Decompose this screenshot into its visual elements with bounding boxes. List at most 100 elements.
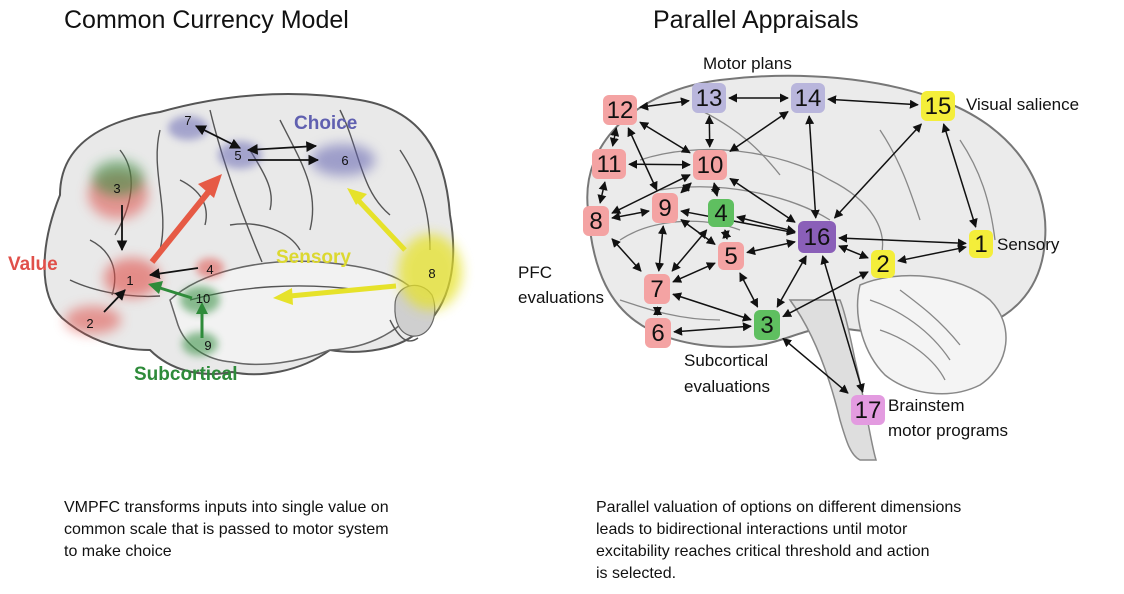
left-arrows bbox=[103, 125, 320, 313]
node-box-9 bbox=[652, 193, 678, 223]
subcortical-arrow-10-to-1 bbox=[159, 286, 193, 300]
node-11: 11 bbox=[592, 149, 626, 179]
node-box-13 bbox=[692, 83, 726, 113]
sensory-label: Sensory bbox=[276, 247, 351, 268]
node-label-8: 8 bbox=[589, 208, 602, 235]
node-label-12: 12 bbox=[607, 97, 634, 124]
node-7: 7 bbox=[644, 274, 670, 304]
region-label-1: 1 bbox=[126, 273, 133, 288]
node-label-5: 5 bbox=[724, 243, 737, 270]
node-17: 17 bbox=[851, 395, 885, 425]
node-box-2 bbox=[871, 250, 895, 278]
node-box-4 bbox=[708, 199, 734, 227]
node-4: 4 bbox=[708, 199, 734, 227]
node-13: 13 bbox=[692, 83, 726, 113]
left-caption-line: VMPFC transforms inputs into single valu… bbox=[64, 499, 389, 516]
edge-3-17 bbox=[782, 337, 849, 394]
node-box-12 bbox=[603, 95, 637, 125]
node-9: 9 bbox=[652, 193, 678, 223]
node-6: 6 bbox=[645, 318, 671, 348]
node-box-17 bbox=[851, 395, 885, 425]
node-box-8 bbox=[583, 206, 609, 236]
node-label-1: 1 bbox=[974, 231, 987, 258]
arrow-2-to-1 bbox=[103, 289, 126, 313]
edge-11-10 bbox=[628, 159, 691, 170]
sensory-arrowhead-1 bbox=[347, 188, 367, 205]
node-box-6 bbox=[645, 318, 671, 348]
left-caption-line: to make choice bbox=[64, 543, 172, 560]
region-label-3: 3 bbox=[113, 181, 120, 196]
node-3: 3 bbox=[754, 310, 780, 340]
edge-2-3 bbox=[782, 271, 869, 318]
node-label-3: 3 bbox=[760, 312, 773, 339]
node-10: 10 bbox=[693, 150, 727, 180]
region-label-4: 4 bbox=[206, 262, 213, 277]
node-box-5 bbox=[718, 242, 744, 270]
edge-5-7 bbox=[672, 262, 716, 283]
edge-14-15 bbox=[827, 95, 919, 109]
node-5: 5 bbox=[718, 242, 744, 270]
left-caption-line: common scale that is passed to motor sys… bbox=[64, 521, 389, 538]
edge-16-15 bbox=[833, 123, 922, 219]
choice-label: Choice bbox=[294, 113, 357, 134]
pfc-label-line1: PFC bbox=[518, 263, 552, 282]
right-caption-line: excitability reaches critical threshold … bbox=[596, 543, 930, 560]
edge-15-1 bbox=[941, 123, 978, 228]
edge-14-10 bbox=[729, 111, 789, 152]
node-12: 12 bbox=[603, 95, 637, 125]
node-8: 8 bbox=[583, 206, 609, 236]
node-label-16: 16 bbox=[804, 224, 831, 251]
node-label-17: 17 bbox=[855, 397, 882, 424]
right-arrows bbox=[597, 93, 978, 394]
arrow-4-to-1 bbox=[148, 267, 199, 279]
edge-4-16 bbox=[736, 214, 796, 234]
right-caption-line: leads to bidirectional interactions unti… bbox=[596, 521, 908, 538]
node-2: 2 bbox=[871, 250, 895, 278]
edge-10-4 bbox=[710, 182, 721, 197]
left-group-labels: Value Choice Sensory Subcortical bbox=[8, 113, 357, 385]
sensory-label-right: Sensory bbox=[997, 235, 1060, 254]
edge-5-3 bbox=[739, 272, 759, 308]
node-1: 1 bbox=[969, 230, 993, 258]
node-label-11: 11 bbox=[597, 151, 622, 178]
sensory-arrowhead-2 bbox=[273, 288, 293, 305]
subcortical-arrowhead-2 bbox=[196, 302, 208, 314]
edge-9-7 bbox=[655, 225, 667, 272]
edge-6-3 bbox=[673, 322, 752, 336]
region-label-7: 7 bbox=[184, 113, 191, 128]
left-caption: VMPFC transforms inputs into single valu… bbox=[64, 497, 389, 563]
subcortical-label: Subcortical bbox=[134, 364, 237, 385]
arrow-5-to-6-top bbox=[246, 141, 318, 155]
subcortical-label-line1: Subcortical bbox=[684, 351, 768, 370]
subcortical-label-line2: evaluations bbox=[684, 377, 770, 396]
node-box-11 bbox=[592, 149, 626, 179]
right-caption-line: Parallel valuation of options on differe… bbox=[596, 499, 962, 516]
region-label-2: 2 bbox=[86, 316, 93, 331]
right-labels: Motor plans Visual salience Sensory PFC … bbox=[518, 54, 1079, 440]
region-label-5: 5 bbox=[234, 148, 241, 163]
edge-5-16 bbox=[746, 239, 796, 256]
brainstem-label-line2: motor programs bbox=[888, 421, 1008, 440]
edge-11-8 bbox=[597, 181, 608, 204]
right-caption-line: is selected. bbox=[596, 565, 677, 582]
subcortical-arrowhead-1 bbox=[148, 281, 163, 294]
sensory-to-temporal-arrow bbox=[289, 283, 397, 299]
node-box-7 bbox=[644, 274, 670, 304]
node-label-15: 15 bbox=[925, 93, 952, 120]
edge-16-1 bbox=[838, 233, 967, 248]
node-box-10 bbox=[693, 150, 727, 180]
edge-8-9 bbox=[611, 208, 650, 221]
value-to-choice-arrow bbox=[149, 188, 213, 264]
visual-salience-label: Visual salience bbox=[966, 95, 1079, 114]
node-label-10: 10 bbox=[697, 152, 724, 179]
sensory-to-choice-arrow bbox=[356, 198, 407, 252]
region-label-9: 9 bbox=[204, 338, 211, 353]
edge-14-16 bbox=[805, 115, 820, 219]
node-box-3 bbox=[754, 310, 780, 340]
node-16: 16 bbox=[798, 221, 836, 253]
edge-12-13 bbox=[639, 97, 690, 111]
node-box-1 bbox=[969, 230, 993, 258]
region-label-6: 6 bbox=[341, 153, 348, 168]
